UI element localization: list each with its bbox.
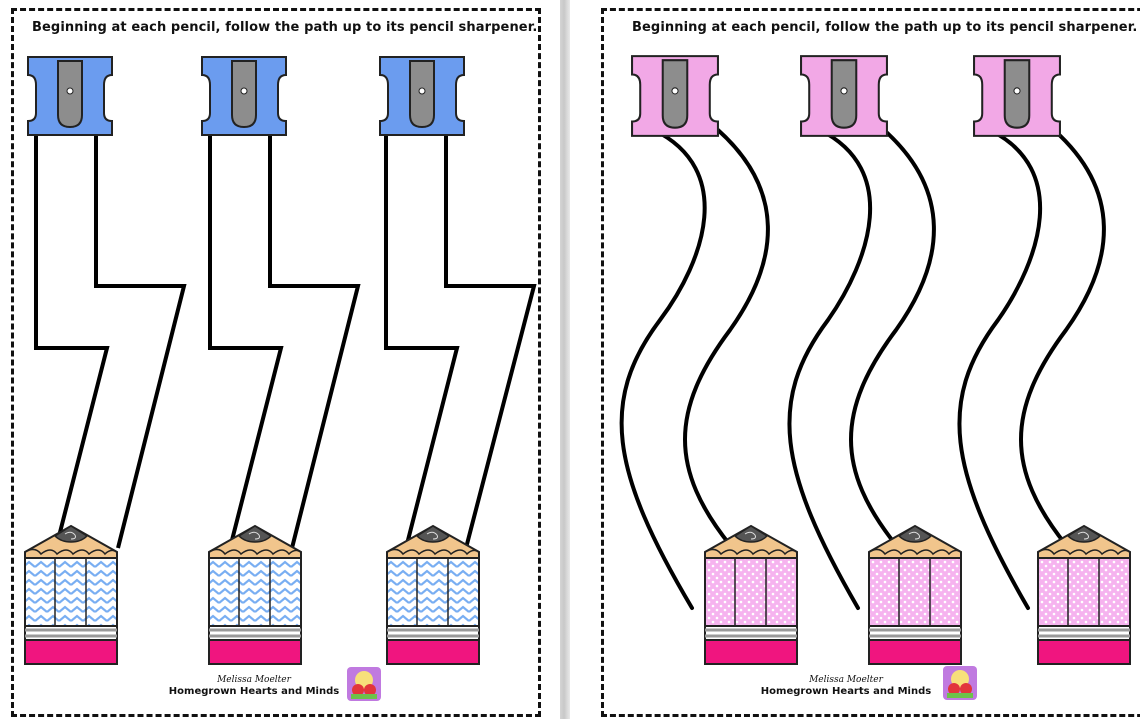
brand-name: Homegrown Hearts and Minds: [760, 686, 932, 697]
wavy-path-1: [619, 128, 770, 610]
dashed-border: [601, 8, 1140, 717]
instruction-text: Beginning at each pencil, follow the pat…: [32, 20, 538, 35]
pencil-sharpener-icon: [379, 56, 465, 136]
wavy-paths-artwork: [619, 55, 1132, 666]
pencil-sharpener-icon: [631, 55, 719, 137]
pencil-icon: [867, 524, 963, 666]
homegrown-logo-icon: [347, 667, 381, 701]
pencil-icon: [207, 524, 303, 666]
worksheet-page-zigzag: Beginning at each pencil, follow the pat…: [0, 0, 560, 719]
instruction-text: Beginning at each pencil, follow the pat…: [632, 20, 1138, 35]
pencil-icon: [23, 524, 119, 666]
zigzag-paths-artwork: [23, 56, 537, 666]
pencil-icon: [385, 524, 481, 666]
wavy-path-2: [787, 128, 936, 610]
brand-name: Homegrown Hearts and Minds: [168, 686, 340, 697]
author-signature: Melissa Moelter: [217, 675, 291, 685]
zigzag-path-3: [384, 136, 537, 549]
homegrown-logo-icon: [943, 666, 977, 700]
author-credit: Melissa Moelter Homegrown Hearts and Min…: [165, 675, 343, 698]
pencil-sharpener-icon: [27, 56, 113, 136]
zigzag-path-1: [34, 136, 187, 549]
pencil-icon: [703, 524, 799, 666]
zigzag-path-2: [208, 136, 361, 549]
dashed-border: [11, 8, 541, 717]
pencil-icon: [1036, 524, 1132, 666]
wavy-path-3: [957, 128, 1106, 610]
pencil-sharpener-icon: [201, 56, 287, 136]
author-signature: Melissa Moelter: [809, 675, 883, 685]
worksheet-page-wavy: Beginning at each pencil, follow the pat…: [570, 0, 1140, 719]
pencil-sharpener-icon: [800, 55, 888, 137]
pencil-sharpener-icon: [973, 55, 1061, 137]
page-gutter: [560, 0, 570, 719]
author-credit: Melissa Moelter Homegrown Hearts and Min…: [757, 675, 935, 698]
